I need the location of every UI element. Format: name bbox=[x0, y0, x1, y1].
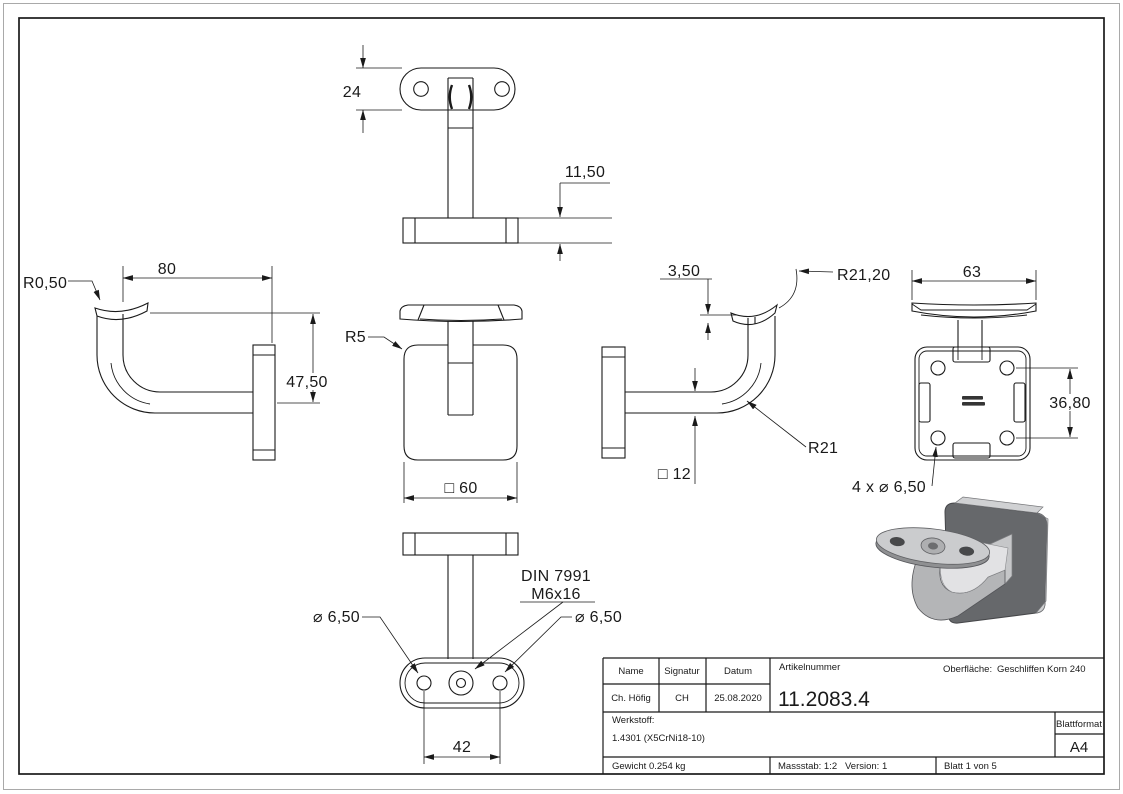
saddle-plate-outline bbox=[399, 67, 516, 111]
dim-80 bbox=[123, 266, 272, 343]
tb-datum-label: Datum bbox=[724, 666, 752, 677]
dim-sq60 bbox=[404, 462, 517, 503]
iso-plate-top-bevel bbox=[955, 497, 1043, 513]
saddle-bottom-outline bbox=[399, 657, 525, 709]
title-block-text: Name Signatur Datum Ch. Höfig CH 25.08.2… bbox=[611, 662, 1102, 772]
title-block bbox=[603, 658, 1104, 774]
part-marking bbox=[962, 396, 985, 406]
dim-63 bbox=[912, 270, 1036, 300]
tb-massstab: Massstab: 1:2 bbox=[778, 761, 837, 772]
base-plate-edge bbox=[402, 532, 519, 556]
wall-plate-edge bbox=[252, 344, 276, 461]
top-view bbox=[356, 45, 612, 261]
leader-screw bbox=[475, 602, 595, 669]
leader-r21 bbox=[747, 401, 806, 447]
dim-r21-20-label: R21,20 bbox=[837, 267, 890, 284]
hole bbox=[999, 430, 1015, 446]
countersink bbox=[448, 670, 474, 696]
tb-artikelnummer-label: Artikelnummer bbox=[779, 662, 840, 673]
dim-mask bbox=[282, 373, 332, 390]
tb-blattformat-label: Blattformat bbox=[1056, 719, 1102, 730]
hole-right bbox=[494, 81, 510, 97]
dim-42 bbox=[424, 691, 500, 764]
saddle-top bbox=[912, 303, 1036, 317]
dim-d650-right-label: ⌀ 6,50 bbox=[575, 609, 622, 626]
tb-artikelnummer-value: 11.2083.4 bbox=[778, 688, 870, 711]
tb-blattformat-value: A4 bbox=[1070, 739, 1088, 756]
tb-blatt: Blatt 1 von 5 bbox=[944, 761, 997, 772]
tb-signatur-value: CH bbox=[675, 693, 689, 704]
screw-spec-line1: DIN 7991 bbox=[521, 568, 591, 585]
tb-oberflaeche-label: Oberfläche: bbox=[943, 664, 992, 675]
leader-r0-50 bbox=[68, 281, 100, 301]
right-side-view bbox=[601, 268, 833, 484]
iso-hole-left bbox=[889, 537, 905, 547]
saddle-front bbox=[400, 305, 522, 322]
leader-hole-right bbox=[505, 617, 572, 672]
tb-datum-value: 25.08.2020 bbox=[714, 693, 762, 704]
dim-r21-20 bbox=[779, 268, 833, 308]
hole bbox=[930, 430, 946, 446]
iso-plate-side-bevel bbox=[1036, 513, 1048, 613]
saddle-profile bbox=[731, 305, 777, 325]
tb-gewicht: Gewicht 0.254 kg bbox=[612, 761, 685, 772]
dim-63-label: 63 bbox=[963, 264, 981, 281]
saddle-profile bbox=[95, 303, 148, 320]
dim-r21-label: R21 bbox=[808, 440, 838, 457]
base-plate-edge bbox=[402, 217, 519, 244]
dim-d650-left-label: ⌀ 6,50 bbox=[313, 609, 360, 626]
left-side-view bbox=[68, 266, 320, 461]
drawing-frame bbox=[18, 17, 1105, 775]
dim-3-50-label: 3,50 bbox=[668, 263, 700, 280]
dim-r5-label: R5 bbox=[345, 329, 366, 346]
dim-36-80-label: 36,80 bbox=[1049, 395, 1091, 412]
tb-name-label: Name bbox=[618, 666, 643, 677]
tb-werkstoff-value: 1.4301 (X5CrNi18-10) bbox=[612, 733, 705, 744]
hole bbox=[999, 360, 1015, 376]
dim-47-50-label: 47,50 bbox=[286, 374, 328, 391]
dim-3-50 bbox=[660, 279, 737, 340]
page-border bbox=[3, 3, 1120, 790]
screw-spec-line2: M6x16 bbox=[531, 586, 581, 603]
tb-werkstoff-label: Werkstoff: bbox=[612, 715, 654, 726]
leader-r5 bbox=[368, 337, 402, 349]
dim-sq60-label: □ 60 bbox=[444, 480, 477, 497]
back-view bbox=[912, 270, 1078, 486]
iso-saddle bbox=[875, 527, 991, 569]
dim-24 bbox=[356, 45, 402, 133]
dim-11-50-label: 11,50 bbox=[565, 164, 605, 181]
hole bbox=[930, 360, 946, 376]
leader-hole-left bbox=[362, 617, 418, 673]
leader-4x-holes bbox=[932, 446, 938, 486]
dim-42-label: 42 bbox=[453, 739, 471, 756]
screw-hole bbox=[455, 677, 467, 689]
dim-sq12-label: □ 12 bbox=[658, 466, 691, 483]
tb-version: Version: 1 bbox=[845, 761, 887, 772]
front-view bbox=[368, 305, 522, 503]
wall-plate-edge bbox=[601, 346, 626, 459]
iso-view bbox=[875, 497, 1048, 623]
tb-oberflaeche-value: Geschliffen Korn 240 bbox=[997, 664, 1086, 675]
hole-left bbox=[413, 81, 429, 97]
iso-hole-right bbox=[959, 546, 975, 556]
dim-r0-50-label: R0,50 bbox=[23, 275, 67, 292]
dim-mask bbox=[1043, 394, 1097, 411]
dim-11-50 bbox=[518, 183, 612, 261]
wall-plate-front bbox=[404, 345, 517, 460]
dim-80-label: 80 bbox=[158, 261, 176, 278]
bottom-view bbox=[362, 532, 595, 764]
hole-right bbox=[492, 675, 508, 691]
hole-left bbox=[416, 675, 432, 691]
dim-4x-holes-label: 4 x ⌀ 6,50 bbox=[852, 479, 926, 496]
tb-name-value: Ch. Höfig bbox=[611, 693, 651, 704]
dim-24-label: 24 bbox=[343, 84, 361, 101]
tb-signatur-label: Signatur bbox=[664, 666, 699, 677]
